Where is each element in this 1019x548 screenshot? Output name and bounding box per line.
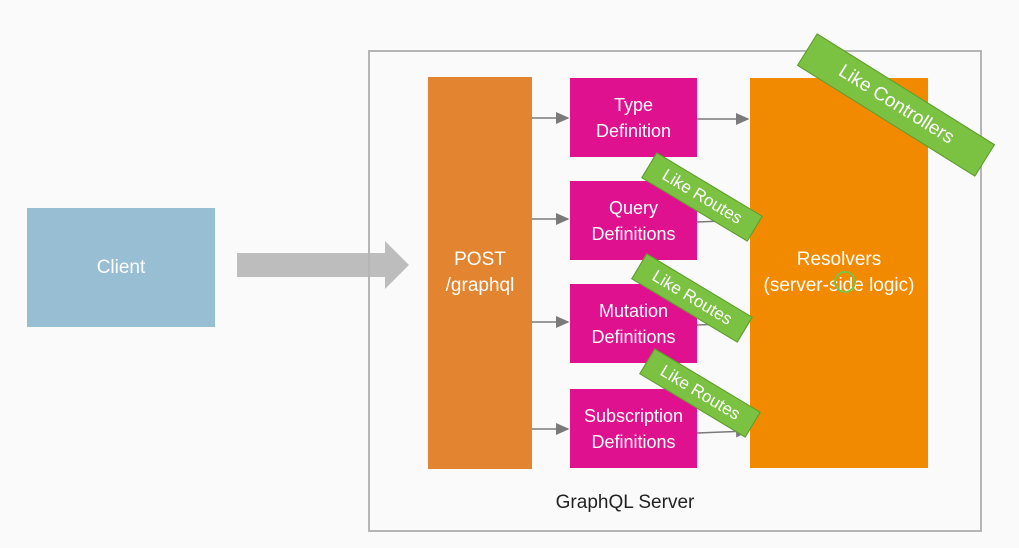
mutation-definitions-label-1: Mutation xyxy=(598,300,669,321)
mutation-definitions-label-2: Definitions xyxy=(591,326,676,347)
subscription-definitions-label-1: Subscription xyxy=(583,405,684,426)
endpoint-path: /graphql xyxy=(445,275,515,296)
graphql-server-frame xyxy=(368,50,982,532)
graphql-server-label: GraphQL Server xyxy=(555,492,695,513)
cursor-indicator xyxy=(834,271,856,293)
type-definition-label-1: Type xyxy=(613,94,654,115)
post-endpoint-box: POST /graphql xyxy=(428,77,532,469)
client-label: Client xyxy=(96,256,146,278)
query-definitions-label-1: Query xyxy=(608,197,659,218)
client-box: Client xyxy=(27,208,215,327)
subscription-definitions-label-2: Definitions xyxy=(591,431,676,452)
resolvers-label-1: Resolvers xyxy=(796,249,882,270)
subscription-definitions-box: Subscription Definitions xyxy=(570,389,697,468)
query-definitions-label-2: Definitions xyxy=(591,223,676,244)
endpoint-method: POST xyxy=(454,249,506,270)
type-definition-box: Type Definition xyxy=(570,78,697,157)
request-arrow xyxy=(237,241,409,289)
type-definition-label-2: Definition xyxy=(595,120,672,141)
